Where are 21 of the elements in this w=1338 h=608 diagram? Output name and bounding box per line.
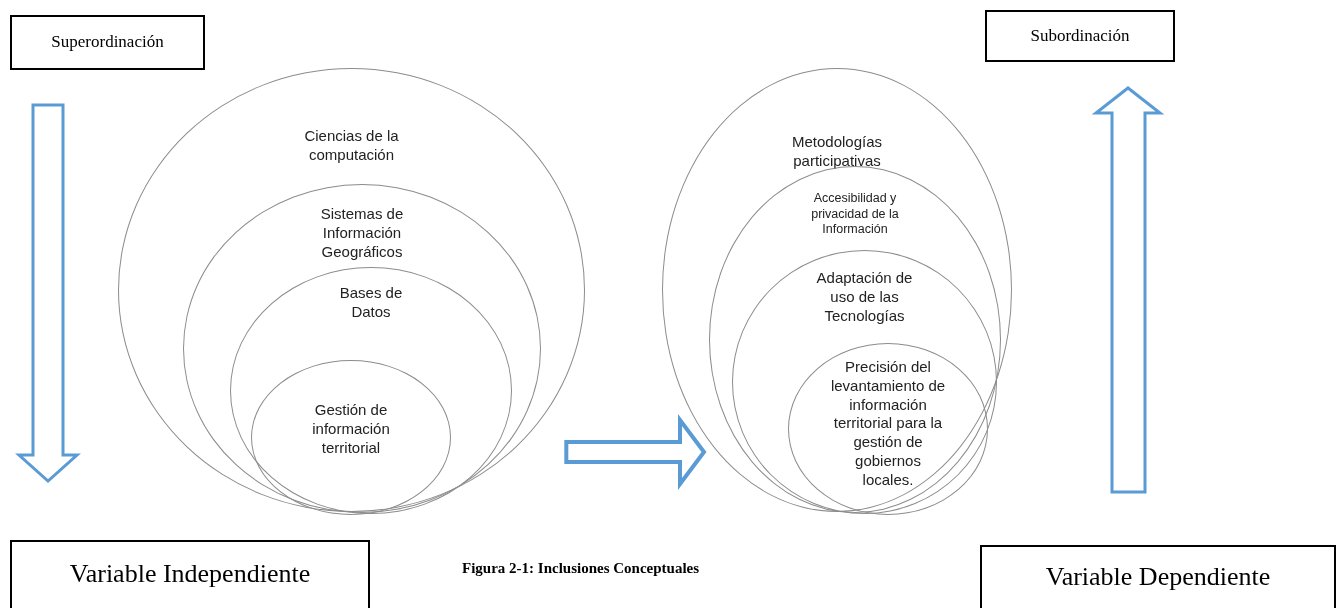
variable-box	[10, 540, 370, 608]
ellipse-label: Ciencias de la computación	[303, 127, 400, 165]
block-arrow	[564, 414, 707, 490]
variable-box	[980, 545, 1336, 608]
ellipse-label: Precisión del levantamiento de información territorial para la gestión de gobiernos locales.	[829, 358, 947, 490]
ellipse-label: Adaptación de uso de las Tecnologías	[815, 269, 914, 326]
ellipse	[230, 267, 512, 514]
box-label: Variable Dependiente	[1044, 561, 1272, 593]
ellipse-label: Sistemas de Información Geográficos	[319, 205, 405, 262]
inner-ellipse	[251, 360, 451, 515]
ellipse-label: Bases de Datos	[338, 284, 404, 322]
heading-box	[10, 15, 205, 70]
heading-box	[985, 10, 1175, 62]
box-label: Superordinación	[50, 31, 165, 53]
ellipse	[183, 184, 541, 513]
ellipse-label: Metodologías participativas	[790, 133, 884, 171]
ellipse-label: Gestión de información territorial	[311, 401, 391, 458]
box-label: Variable Independiente	[68, 558, 312, 590]
figure-caption: Figura 2-1: Inclusiones Conceptuales	[462, 560, 700, 577]
box-label: Subordinación	[1029, 25, 1131, 47]
ellipse-label: Accesibilidad y privacidad de la Información	[810, 191, 900, 238]
